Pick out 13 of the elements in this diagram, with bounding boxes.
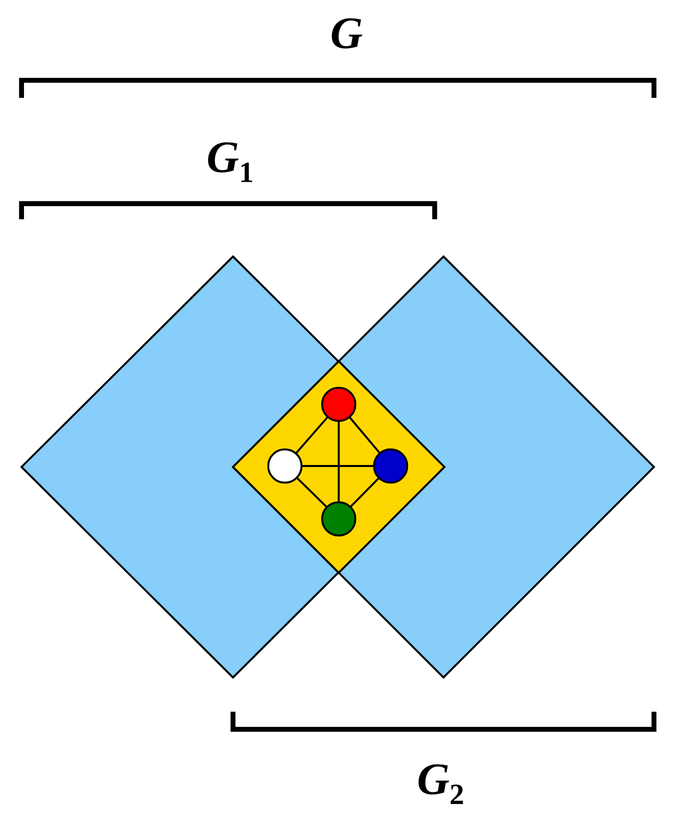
set-label: G [330,10,363,56]
edge-line [302,465,374,467]
vertex-circle [321,386,356,422]
vertex-circle [373,448,408,484]
edge-line [338,420,340,502]
edge-line [348,416,381,454]
edge-line [296,476,328,508]
set-label: G$_{1}$ [206,135,254,188]
edge-line [350,477,380,508]
vertex-circle [321,501,356,536]
edge-line [295,416,329,454]
vertex-circle [267,448,302,484]
set-label: G$_{2}$ [416,756,464,810]
